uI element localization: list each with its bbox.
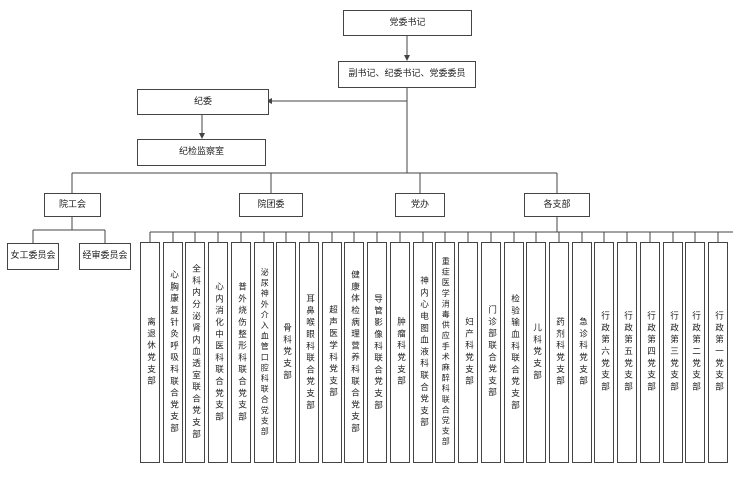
party-office-label: 党办: [410, 199, 429, 210]
branch-box: 健康体检病理营养科联合党支部: [344, 242, 364, 463]
branch-box: 超声医学科党支部: [322, 242, 342, 463]
discipline-office-box: 纪检监察室: [137, 139, 266, 166]
deputies-box: 副书记、纪委书记、党委委员: [338, 61, 476, 88]
branch-box: 行政第五党支部: [617, 242, 637, 463]
branch-label: 健康体检病理营养科联合党支部: [349, 269, 360, 436]
trade-union-label: 院工会: [58, 199, 86, 210]
branch-box: 行政第四党支部: [640, 242, 660, 463]
branch-box: 泌尿神外介入血管口腔科联合党支部: [254, 242, 274, 463]
branch-box: 行政第三党支部: [663, 242, 683, 463]
branch-box: 肿瘤科党支部: [390, 242, 410, 463]
trade-union-box: 院工会: [44, 193, 101, 217]
discipline-office-label: 纪检监察室: [178, 147, 224, 157]
branch-label: 肿瘤科党支部: [395, 317, 406, 388]
branch-label: 行政第一党支部: [713, 311, 724, 394]
branch-label: 心胸康复针灸呼吸科联合党支部: [168, 269, 179, 436]
branch-label: 普外烧伤整形科联合党支部: [236, 281, 247, 424]
branch-box: 儿科党支部: [526, 242, 546, 463]
youth-league-box: 院团委: [239, 193, 303, 217]
arrow-head: [404, 55, 410, 61]
branch-box: 心胸康复针灸呼吸科联合党支部: [163, 242, 183, 463]
branches-box: 各支部: [524, 193, 590, 217]
branch-label: 骨科党支部: [281, 323, 292, 382]
branch-label: 行政第二党支部: [690, 311, 701, 394]
arrow-head: [266, 98, 272, 104]
arrow-head: [199, 133, 205, 139]
branch-box: 行政第二党支部: [685, 242, 705, 463]
party-secretary-box: 党委书记: [343, 10, 472, 36]
party-office-box: 党办: [395, 193, 445, 217]
youth-league-label: 院团委: [257, 199, 285, 210]
branch-box: 门诊部联合党支部: [481, 242, 501, 463]
branch-box: 导管影像科联合党支部: [367, 242, 387, 463]
branch-box: 行政第一党支部: [708, 242, 728, 463]
branch-label: 门诊部联合党支部: [486, 305, 497, 400]
party-secretary-label: 党委书记: [389, 17, 426, 28]
branch-label: 妇产科党支部: [463, 317, 474, 388]
women-committee-label: 女工委员会: [10, 251, 56, 261]
branch-label: 急诊科党支部: [577, 317, 588, 388]
branch-label: 泌尿神外介入血管口腔科联合党支部: [260, 267, 270, 438]
branch-label: 耳鼻喉眼科联合党支部: [304, 293, 315, 412]
branch-box: 神内心电图血液科联合党支部: [413, 242, 433, 463]
discipline-committee-label: 纪委: [193, 96, 212, 107]
branch-box: 行政第六党支部: [594, 242, 614, 463]
branch-label: 重症医学消毒供应手术麻醉科联合党支部: [441, 257, 451, 448]
branch-label: 心内消化中医科联合党支部: [213, 281, 224, 424]
branches-label: 各支部: [543, 199, 571, 210]
branch-label: 导管影像科联合党支部: [372, 293, 383, 412]
branch-label: 行政第四党支部: [645, 311, 656, 394]
branch-box: 离退休党支部: [140, 242, 160, 463]
women-committee-box: 女工委员会: [7, 243, 59, 270]
branch-label: 离退休党支部: [145, 317, 156, 388]
branch-label: 行政第三党支部: [668, 311, 679, 394]
branch-box: 全科内分泌肾内血透室联合党支部: [185, 242, 205, 463]
branch-label: 行政第六党支部: [599, 311, 610, 394]
branch-label: 行政第五党支部: [622, 311, 633, 394]
branch-box: 检验输血科联合党支部: [504, 242, 524, 463]
branch-label: 儿科党支部: [531, 323, 542, 382]
branch-label: 全科内分泌肾内血透室联合党支部: [190, 264, 201, 441]
branch-label: 药剂科党支部: [554, 317, 565, 388]
audit-committee-label: 经审委员会: [82, 251, 128, 261]
branch-drop-lines: [149, 232, 719, 242]
audit-committee-box: 经审委员会: [79, 243, 131, 270]
deputies-label: 副书记、纪委书记、党委委员: [348, 69, 466, 79]
discipline-committee-box: 纪委: [137, 89, 269, 115]
branch-box: 妇产科党支部: [458, 242, 478, 463]
branch-box: 急诊科党支部: [572, 242, 592, 463]
branch-box: 耳鼻喉眼科联合党支部: [299, 242, 319, 463]
branch-box: 药剂科党支部: [549, 242, 569, 463]
branch-box: 心内消化中医科联合党支部: [208, 242, 228, 463]
branch-box: 骨科党支部: [276, 242, 296, 463]
branch-label: 检验输血科联合党支部: [509, 293, 520, 412]
branch-label: 神内心电图血液科联合党支部: [418, 275, 429, 430]
branch-box: 普外烧伤整形科联合党支部: [231, 242, 251, 463]
branch-label: 超声医学科党支部: [327, 305, 338, 400]
branch-box: 重症医学消毒供应手术麻醉科联合党支部: [435, 242, 455, 463]
